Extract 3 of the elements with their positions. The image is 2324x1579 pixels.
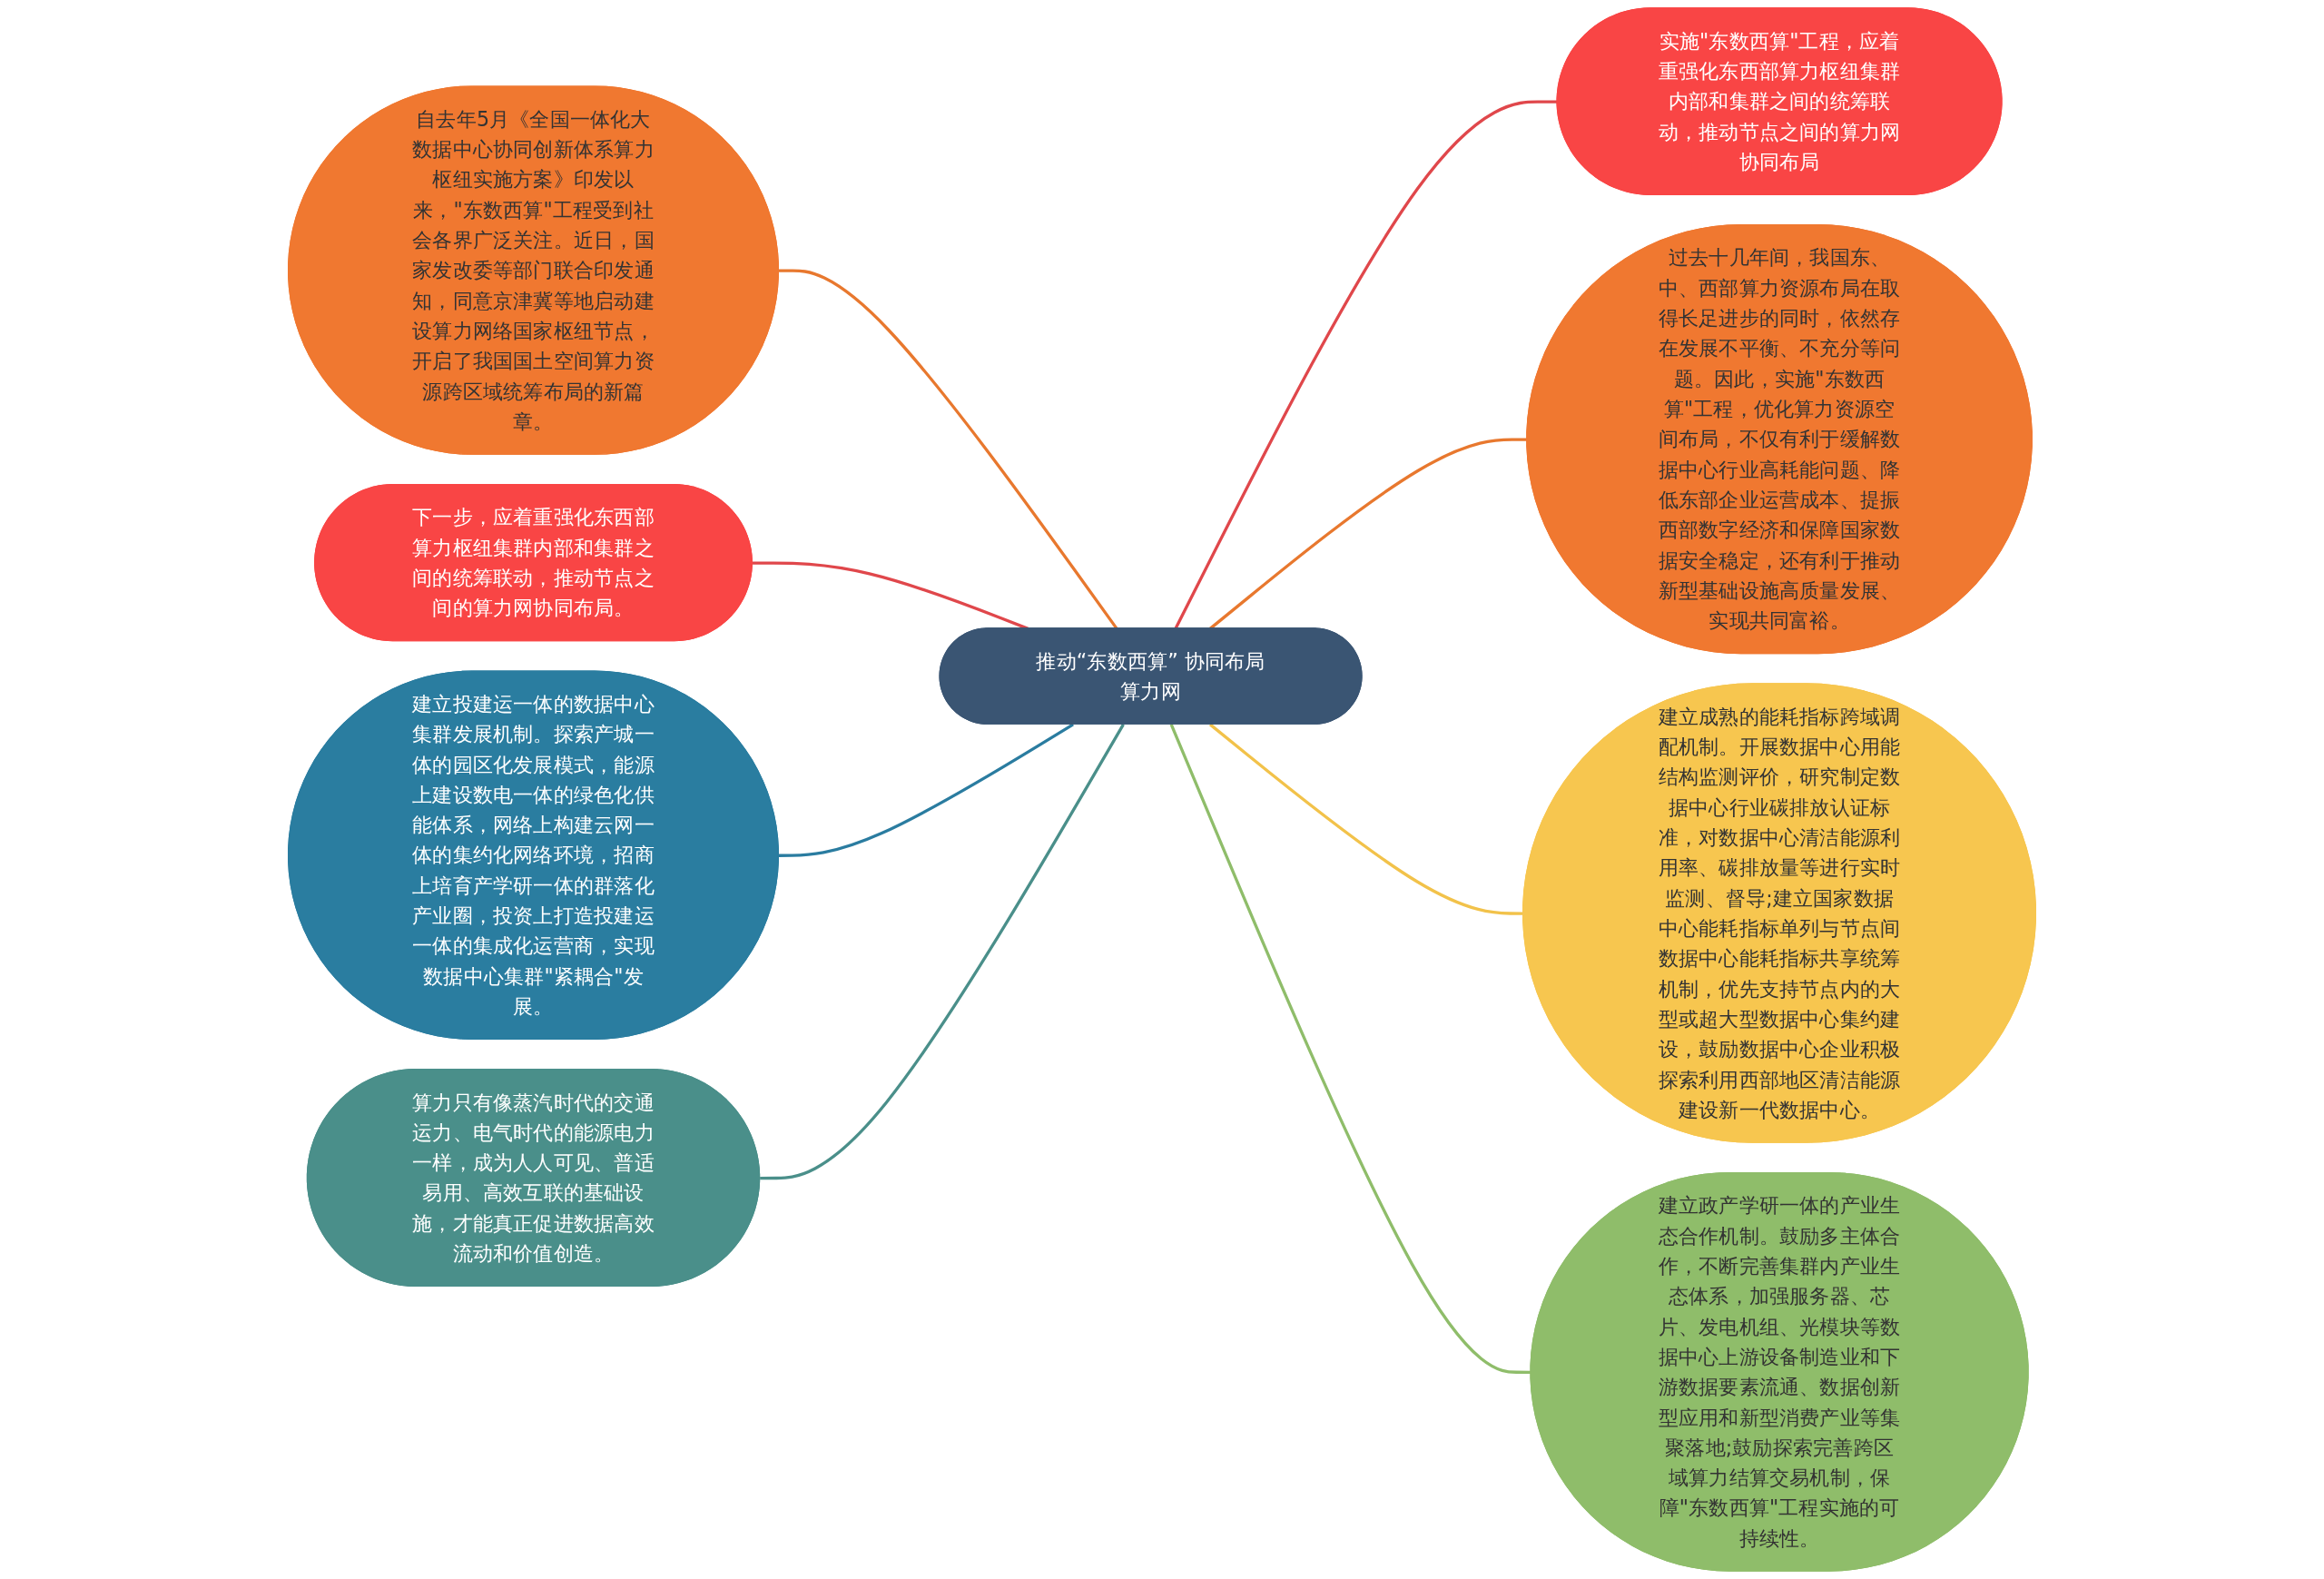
connector xyxy=(1169,724,1531,1374)
connector xyxy=(760,724,1125,1180)
connector xyxy=(778,723,1074,857)
